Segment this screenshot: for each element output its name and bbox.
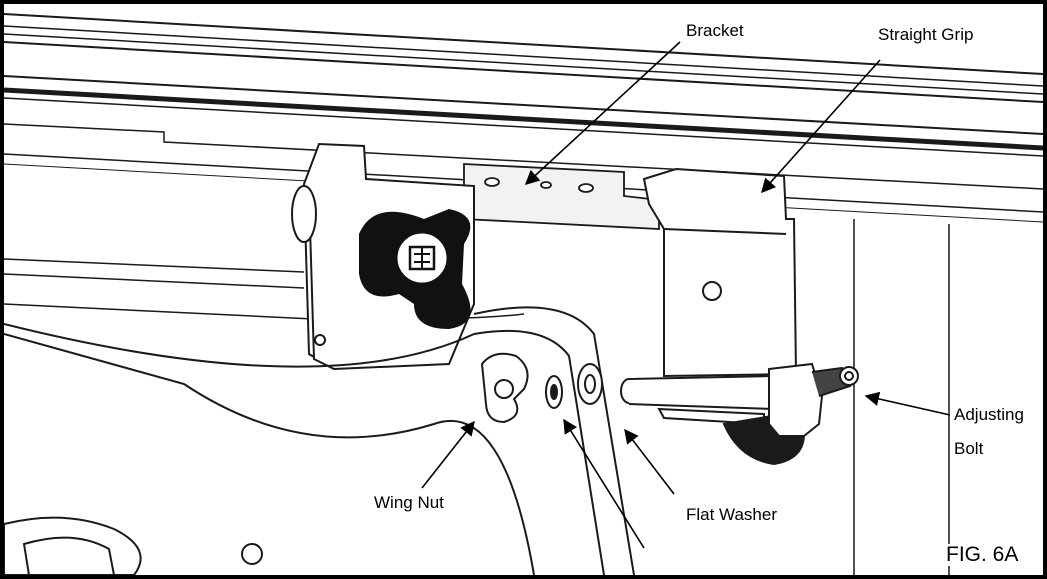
adjusting-bolt-leader bbox=[864, 391, 951, 416]
figure-label: FIG. 6A bbox=[944, 543, 1021, 566]
wing-knob bbox=[359, 209, 471, 329]
wing-nut-label: Wing Nut bbox=[372, 492, 446, 514]
straight-grip bbox=[620, 167, 798, 426]
washer-leader-2 bbox=[624, 428, 675, 495]
adjusting-bolt-label-line1: Adjusting bbox=[952, 404, 1026, 426]
adjusting-bolt-part bbox=[722, 362, 859, 466]
curved-panel bbox=[4, 306, 635, 575]
leader-lines bbox=[421, 41, 951, 549]
adjusting-bolt-label-line2: Bolt bbox=[952, 438, 986, 460]
washer-leader-1 bbox=[563, 418, 645, 549]
bracket-label: Bracket bbox=[684, 20, 746, 42]
wing-nut-part bbox=[480, 352, 529, 424]
slot-cutout bbox=[4, 516, 263, 575]
straight-grip-leader bbox=[761, 59, 881, 194]
wing-nut-leader bbox=[421, 420, 475, 489]
straight-grip-label: Straight Grip bbox=[876, 24, 976, 46]
flat-washer-parts bbox=[545, 363, 603, 409]
assembly-drawing bbox=[4, 13, 1043, 575]
bracket-part bbox=[463, 163, 660, 230]
flat-washer-label: Flat Washer bbox=[684, 504, 780, 526]
bracket-leader bbox=[524, 41, 681, 185]
